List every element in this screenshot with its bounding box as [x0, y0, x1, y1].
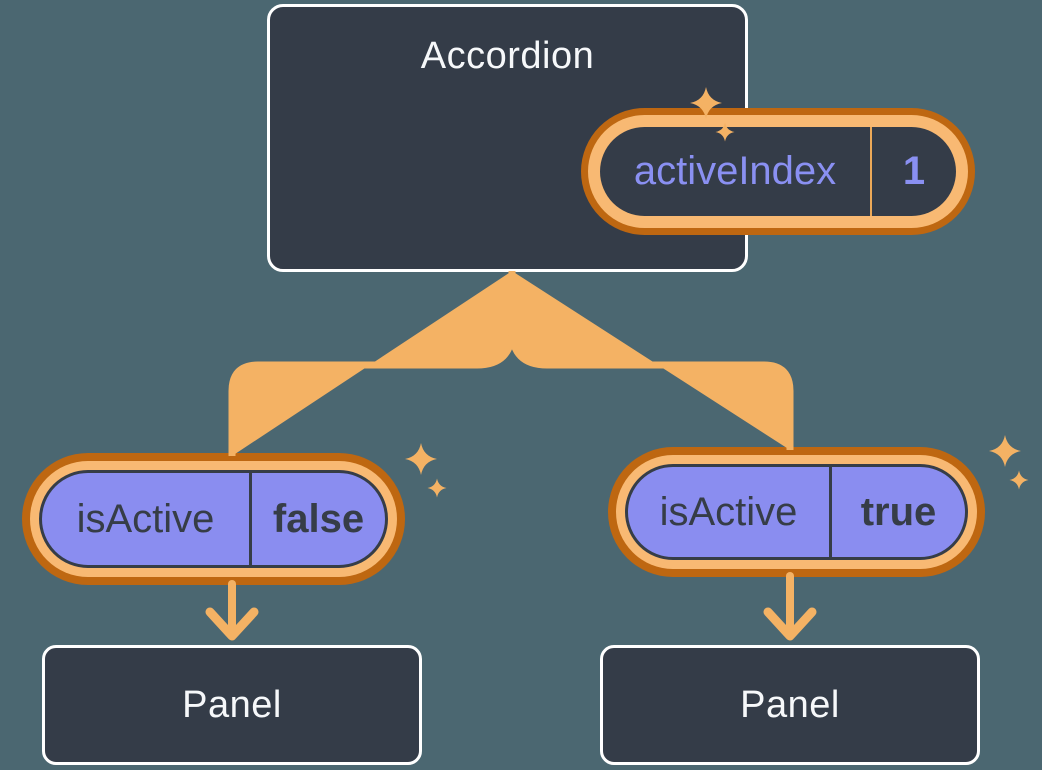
prop-name-label-right: isActive	[659, 489, 798, 534]
prop-name-label-left: isActive	[76, 496, 215, 541]
panel-card-left: Panel	[42, 645, 422, 765]
prop-pill-right-ring: isActive true	[616, 455, 977, 569]
state-pill-divider	[870, 127, 872, 216]
state-pill: activeIndex 1	[581, 108, 975, 235]
state-name-label: activeIndex	[633, 149, 837, 193]
prop-value-label-right: true	[860, 489, 937, 534]
arrow-right-icon	[763, 572, 817, 641]
prop-pill-right-core: isActive true	[625, 464, 968, 560]
prop-pill-left-divider	[249, 473, 252, 565]
prop-pill-left: isActive false	[22, 453, 405, 585]
accordion-title: Accordion	[420, 35, 595, 77]
panel-card-right: Panel	[600, 645, 980, 765]
tree-connector	[228, 271, 794, 456]
sparkle-icon	[427, 478, 447, 498]
sparkle-icon	[405, 443, 437, 475]
panel-label-right: Panel	[740, 683, 840, 726]
prop-pill-left-core: isActive false	[39, 470, 388, 568]
prop-pill-right-divider	[829, 467, 832, 557]
prop-pill-right: isActive true	[608, 447, 985, 577]
connector-branch-left	[228, 271, 516, 456]
arrow-left-icon	[205, 580, 259, 641]
panel-label-left: Panel	[182, 683, 282, 726]
prop-pill-left-ring: isActive false	[30, 461, 397, 577]
state-value-label: 1	[902, 149, 926, 193]
accordion-card: Accordion activeIndex 1	[267, 4, 975, 272]
connector-branch-right	[508, 271, 794, 450]
sparkle-icon	[1009, 470, 1029, 490]
prop-value-label-left: false	[272, 496, 365, 541]
state-pill-ring: activeIndex 1	[588, 115, 968, 228]
sparkle-icon	[989, 435, 1021, 467]
state-pill-core: activeIndex 1	[600, 127, 956, 216]
